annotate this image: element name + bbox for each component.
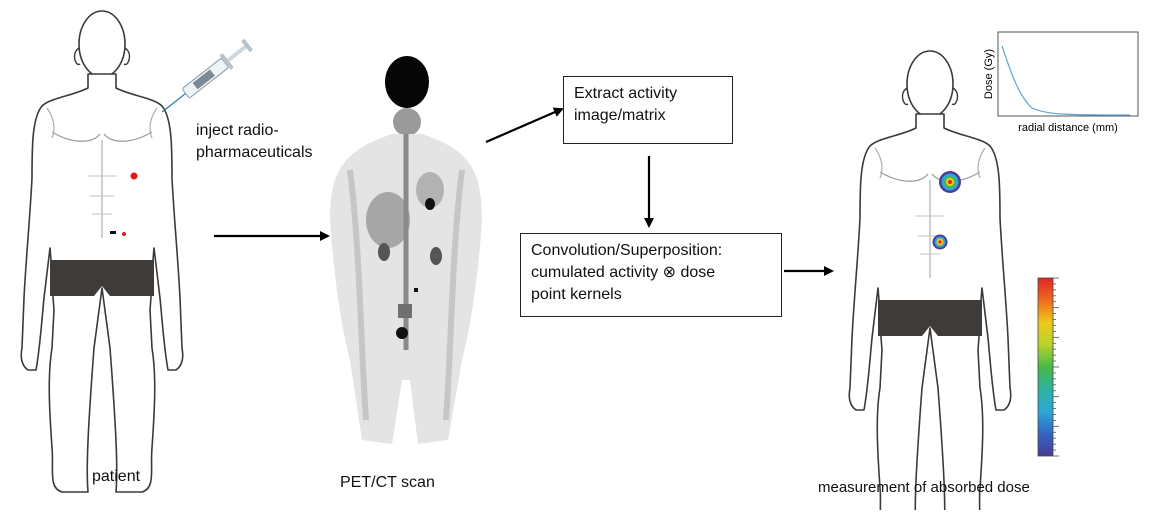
arrow-to-extract xyxy=(485,107,564,144)
dose-hotspot-small xyxy=(932,234,948,250)
syringe-icon xyxy=(161,38,253,113)
pet-ct-scan-image xyxy=(330,56,482,444)
convolution-line2: cumulated activity ⊗ dose xyxy=(531,264,716,281)
inset-xlabel: radial distance (mm) xyxy=(1018,122,1118,134)
dose-kernel-curve xyxy=(1001,45,1131,116)
extract-step-box: Extract activity image/matrix xyxy=(563,76,733,144)
inject-label-line2: pharmaceuticals xyxy=(196,144,313,161)
patient-label: patient xyxy=(92,468,141,485)
extract-line2: image/matrix xyxy=(574,107,666,124)
tumor-hotspot-small xyxy=(122,232,126,236)
dose-colorbar xyxy=(1037,277,1059,457)
convolution-line3: point kernels xyxy=(531,286,622,303)
convolution-step-box: Convolution/Superposition: cumulated act… xyxy=(520,233,782,317)
dose-hotspot-large xyxy=(939,171,961,193)
scan-label: PET/CT scan xyxy=(340,474,435,491)
dose-map-figure xyxy=(848,50,1012,515)
tumor-hotspot xyxy=(130,172,138,180)
extract-line1: Extract activity xyxy=(574,85,678,102)
dose-kernel-inset-plot: Dose (Gy) radial distance (mm) xyxy=(983,31,1139,134)
inset-ylabel: Dose (Gy) xyxy=(983,49,995,99)
patient-figure xyxy=(20,10,184,493)
inject-label-line1: inject radio- xyxy=(196,122,279,139)
measurement-label: measurement of absorbed dose xyxy=(818,479,1030,496)
inject-label: inject radio- pharmaceuticals xyxy=(196,120,313,164)
convolution-line1: Convolution/Superposition: xyxy=(531,242,723,259)
